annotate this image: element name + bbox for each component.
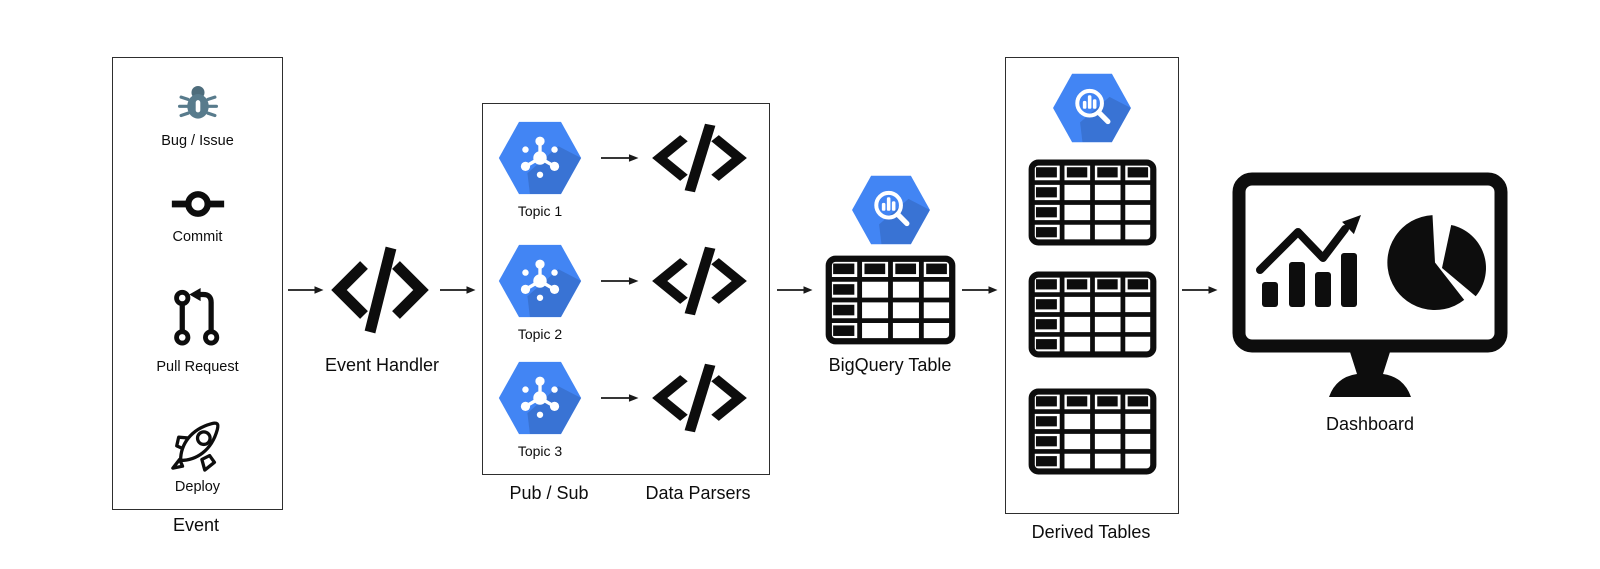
event-item-label: Bug / Issue [161,133,234,149]
event-item-bug: Bug / Issue [113,82,282,149]
topic-label: Topic 2 [517,326,563,342]
flow-arrow [601,393,639,403]
flow-arrow [1182,285,1218,295]
flow-arrow [440,285,476,295]
event-item-label: Deploy [174,479,221,495]
flow-arrow [288,285,324,295]
event-item-label: Commit [172,229,223,245]
code-icon [649,120,750,196]
flow-arrow [777,285,813,295]
pubsub-hexagon-icon [498,244,582,318]
event-item-commit: Commit [113,186,282,245]
dashboard-label: Dashboard [1325,414,1415,434]
flow-arrow [601,153,639,163]
event-source-caption: Event [172,515,220,535]
monitor-chart-icon [1232,170,1508,410]
event-source-box: Bug / Issue Commit Pull Request [112,57,283,510]
bigquery-hexagon-icon [851,175,931,245]
data-parsers-caption: Data Parsers [645,483,751,503]
pubsub-hexagon-icon [498,121,582,195]
topic-label: Topic 1 [517,203,563,219]
pubsub-topic-1: Topic 1 [490,121,590,219]
pubsub-topic-3: Topic 3 [490,361,590,459]
code-icon [649,243,750,319]
derived-tables-box [1005,57,1179,514]
bug-icon [177,85,218,119]
bigquery-table-label: BigQuery Table [828,355,952,375]
table-grid-icon [1026,386,1159,477]
pull-request-icon [173,287,219,346]
flow-arrow [962,285,998,295]
commit-icon [171,191,224,217]
event-item-pull-request: Pull Request [113,286,282,375]
table-grid-icon [1026,269,1159,360]
code-icon [328,242,432,338]
event-item-deploy: Deploy [113,414,282,495]
pubsub-hexagon-icon [498,361,582,435]
topic-label: Topic 3 [517,443,563,459]
event-handler-label: Event Handler [324,355,440,375]
event-item-label: Pull Request [156,359,239,375]
table-grid-icon [1026,157,1159,248]
table-grid-icon [823,253,958,347]
flow-arrow [601,276,639,286]
bigquery-hexagon-icon [1052,73,1132,143]
pubsub-topic-2: Topic 2 [490,244,590,342]
pubsub-caption: Pub / Sub [509,483,589,503]
pubsub-box: Topic 1 Topic 2 Topic 3 [482,103,770,475]
derived-tables-caption: Derived Tables [1031,522,1151,542]
rocket-icon [170,421,219,472]
code-icon [649,360,750,436]
